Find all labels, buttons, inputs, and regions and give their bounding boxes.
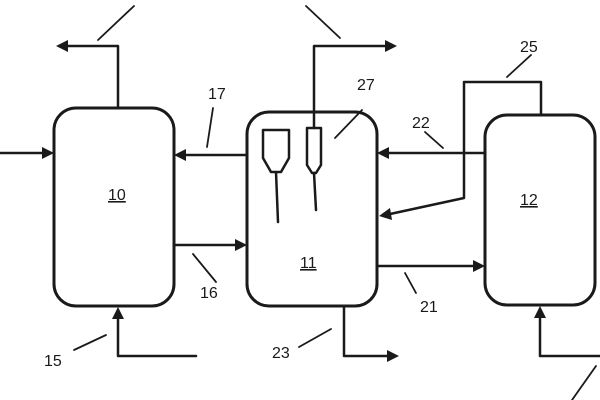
stream-23-line bbox=[342, 304, 390, 358]
ref-17: 17 bbox=[208, 86, 226, 103]
vessel-10-label: 10 bbox=[108, 187, 126, 204]
ref-22: 22 bbox=[412, 115, 430, 132]
feed-arrowhead-left bbox=[42, 147, 54, 159]
ref-16: 16 bbox=[200, 285, 218, 302]
leader-17 bbox=[206, 107, 214, 148]
vessel-12 bbox=[483, 113, 597, 307]
stream-23-arrowhead bbox=[387, 350, 399, 362]
stream-15-line bbox=[116, 316, 198, 358]
ref-15: 15 bbox=[44, 353, 62, 370]
top-outlet-11 bbox=[312, 44, 388, 130]
top-outlet-11-arrowhead bbox=[385, 40, 397, 52]
top-outlet-10 bbox=[64, 44, 120, 110]
leader-15 bbox=[73, 334, 107, 351]
ref-27: 27 bbox=[357, 77, 375, 94]
leader-top-left bbox=[97, 5, 135, 41]
top-outlet-10-arrowhead bbox=[56, 40, 68, 52]
leader-21 bbox=[404, 272, 417, 294]
bottom-inlet-12 bbox=[538, 316, 600, 358]
stream-21-arrowhead bbox=[473, 260, 485, 272]
ref-21: 21 bbox=[420, 299, 438, 316]
cyclone-left bbox=[261, 128, 291, 224]
leader-22 bbox=[424, 131, 444, 149]
vessel-10 bbox=[52, 106, 176, 308]
stream-25-arrowhead bbox=[379, 208, 392, 220]
stream-15-arrowhead bbox=[112, 307, 124, 319]
leader-top-middle bbox=[305, 5, 341, 39]
vessel-11 bbox=[245, 110, 379, 308]
stream-25-line bbox=[388, 80, 543, 216]
leader-23 bbox=[298, 328, 332, 348]
leader-bottom-right bbox=[571, 365, 597, 400]
stream-16-arrowhead bbox=[235, 239, 247, 251]
leader-16 bbox=[192, 253, 217, 283]
ref-23: 23 bbox=[272, 345, 290, 362]
leader-25 bbox=[506, 54, 532, 78]
vessel-12-label: 12 bbox=[520, 192, 538, 209]
cyclone-right bbox=[305, 126, 323, 212]
stream-22-arrowhead bbox=[377, 147, 389, 159]
stream-17-arrowhead bbox=[174, 149, 186, 161]
vessel-11-label: 11 bbox=[300, 255, 317, 272]
bottom-inlet-12-arrowhead bbox=[534, 306, 546, 318]
leader-27 bbox=[334, 109, 363, 139]
ref-25: 25 bbox=[520, 39, 538, 56]
